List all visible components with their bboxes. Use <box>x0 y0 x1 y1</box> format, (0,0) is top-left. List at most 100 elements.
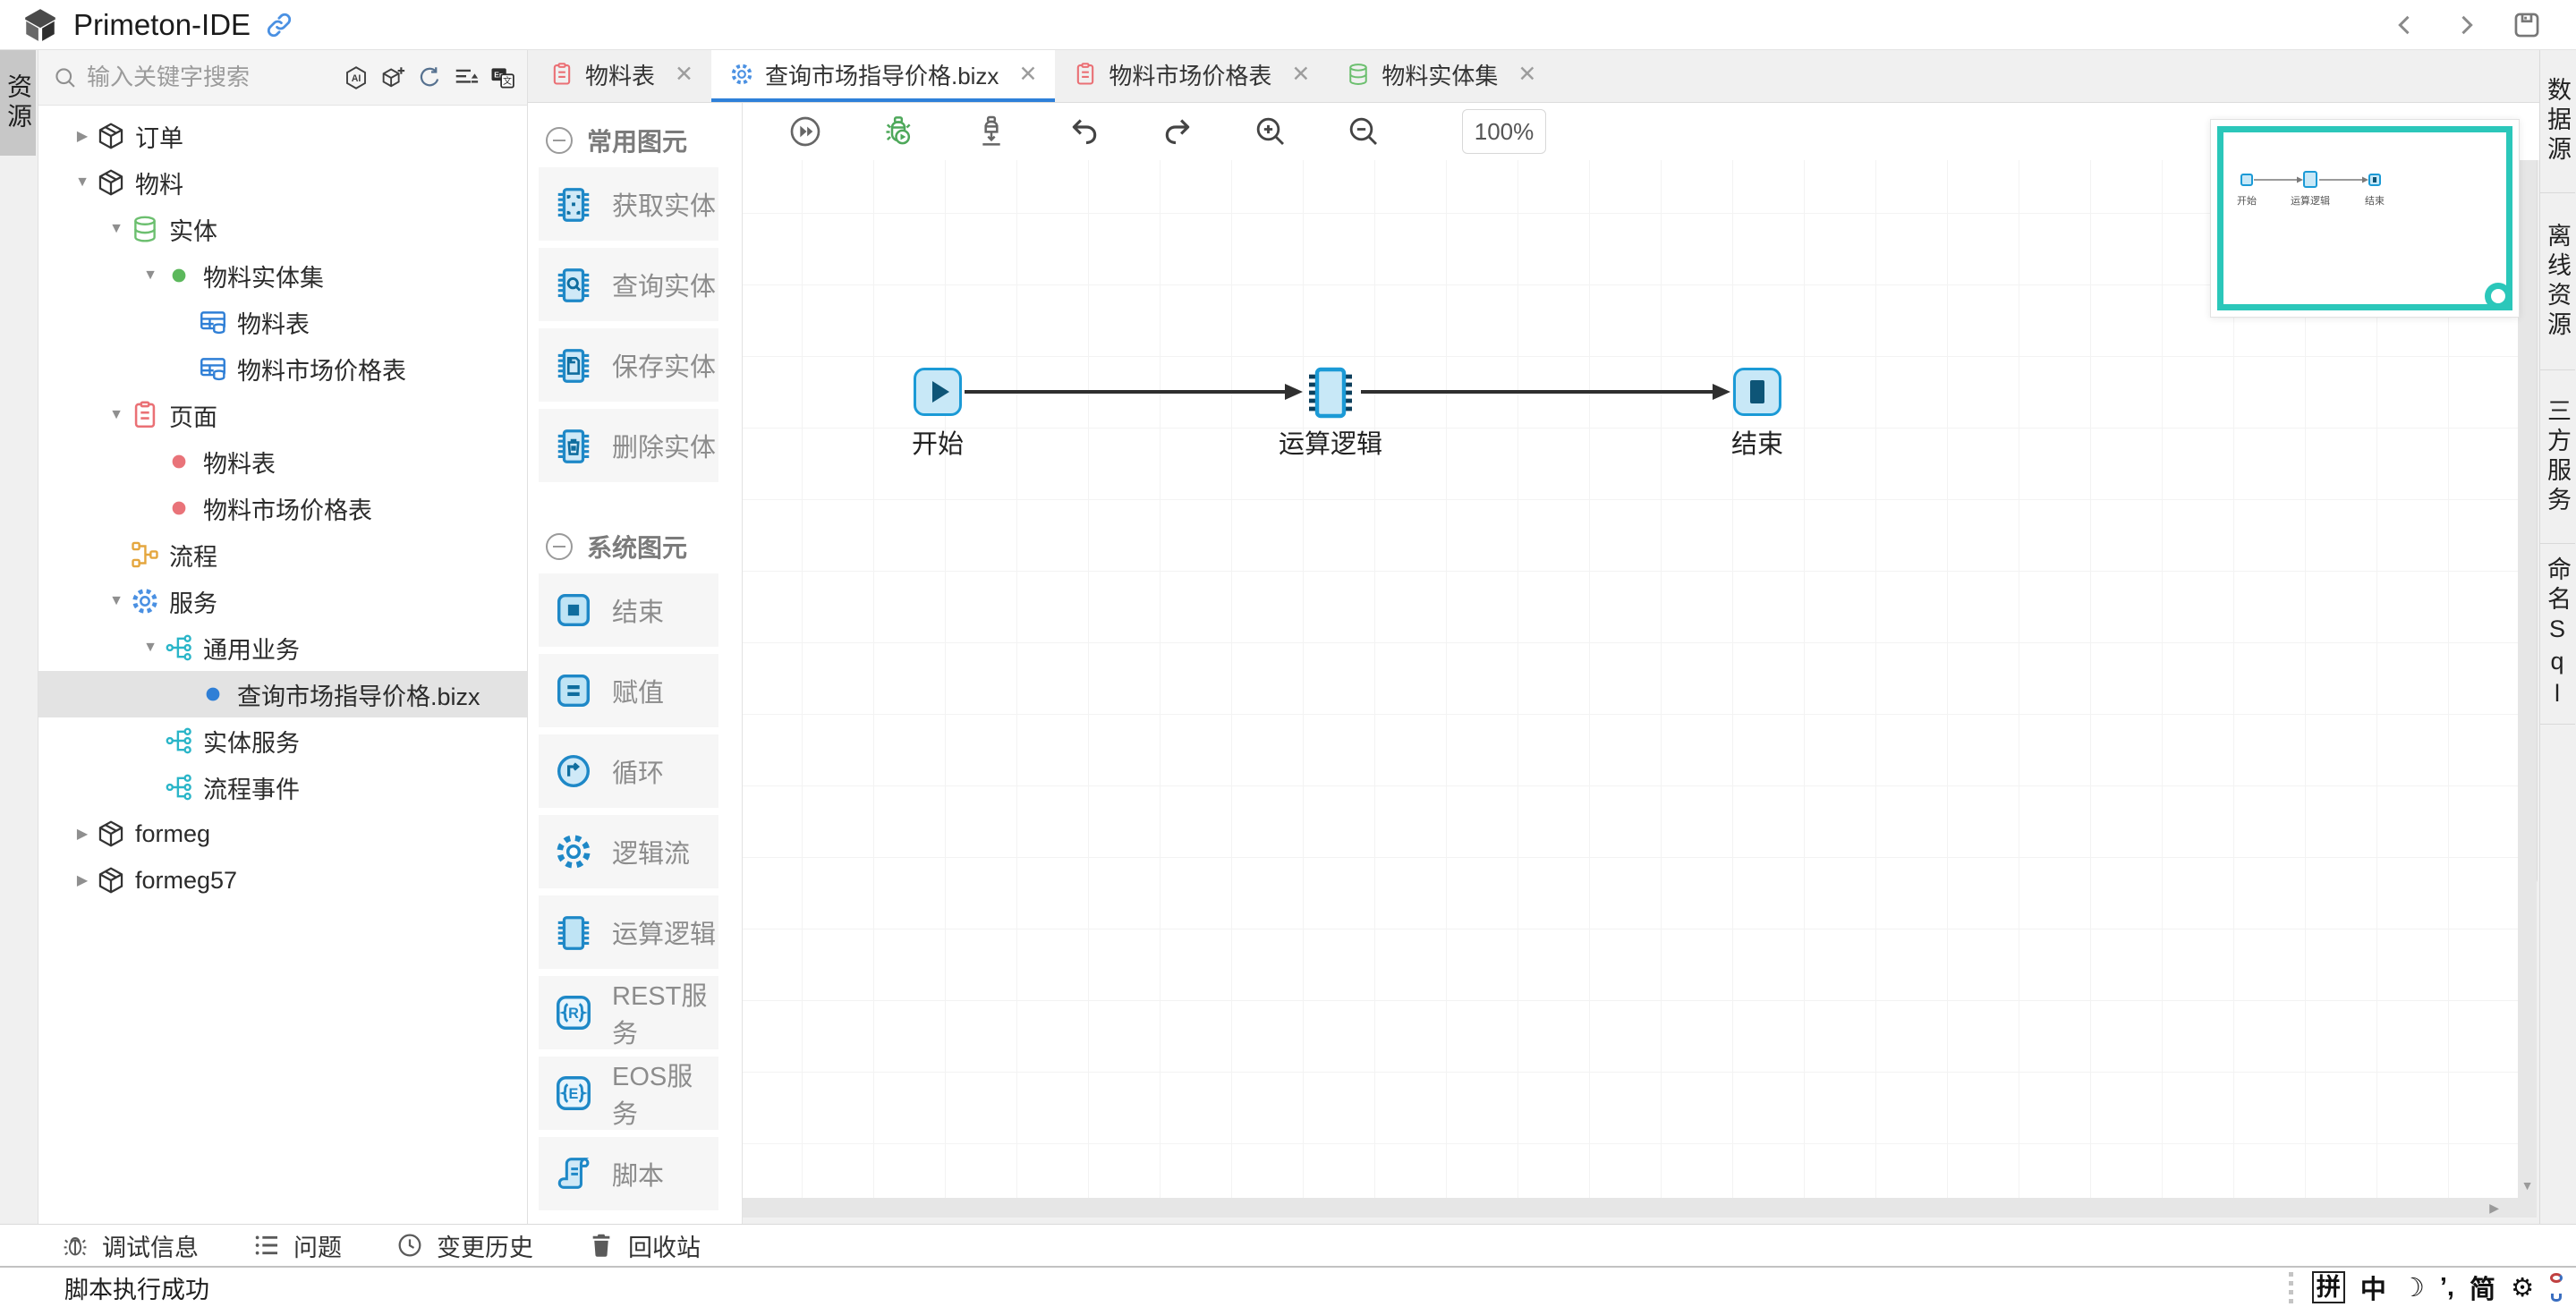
right-rail-tab[interactable]: 命名Sql <box>2540 544 2575 725</box>
right-rail-tab[interactable]: 三方服务 <box>2540 370 2575 544</box>
tree-item[interactable]: 流程 <box>38 531 527 578</box>
palette-item[interactable]: 运算逻辑 <box>539 895 718 969</box>
palette-item[interactable]: 删除实体 <box>539 409 718 482</box>
palette-item[interactable]: 查询实体 <box>539 248 718 321</box>
tree-expand-icon[interactable]: ▼ <box>109 221 123 236</box>
minimap[interactable]: 开始 运算逻辑 结束 <box>2210 119 2520 318</box>
editor-tab[interactable]: 查询市场指导价格.bizx✕ <box>710 50 1056 102</box>
editor-tab[interactable]: 物料实体集✕ <box>1328 50 1554 102</box>
minimap-viewport[interactable] <box>2217 126 2512 310</box>
redo-icon[interactable] <box>1160 114 1195 149</box>
tab-close-icon[interactable]: ✕ <box>1291 62 1311 87</box>
flow-node-start[interactable] <box>914 368 962 416</box>
ime-indicator[interactable]: ’, <box>2439 1272 2454 1302</box>
tree-expand-icon[interactable]: ▼ <box>109 593 123 608</box>
bottom-bar-item[interactable]: 调试信息 <box>61 1228 199 1263</box>
tree-item[interactable]: ▶formeg57 <box>38 857 527 904</box>
refresh-icon[interactable] <box>416 64 443 91</box>
zoom-in-icon[interactable] <box>1253 114 1288 149</box>
editor-tab[interactable]: 物料市场价格表✕ <box>1055 50 1328 102</box>
tree-item[interactable]: 物料表 <box>38 438 527 485</box>
link-icon[interactable] <box>265 11 293 39</box>
tree-item[interactable]: ▼通用业务 <box>38 624 527 671</box>
tree-expand-icon[interactable]: ▶ <box>76 827 89 842</box>
editor-tab[interactable]: 物料表✕ <box>531 50 711 102</box>
tree-item[interactable]: ▼服务 <box>38 578 527 624</box>
tree-item[interactable]: 物料市场价格表 <box>38 345 527 392</box>
canvas-horizontal-scrollbar[interactable]: ▶ <box>743 1198 2537 1218</box>
rail-tab-resources[interactable]: 资源 <box>0 50 36 156</box>
flow-node-end[interactable] <box>1733 368 1781 416</box>
ime-indicator[interactable]: 简 <box>2469 1276 2495 1304</box>
tree-expand-icon[interactable]: ▼ <box>75 174 89 190</box>
ai-hexagon-icon[interactable]: AI <box>343 64 370 91</box>
ime-indicator[interactable]: 拼 <box>2311 1271 2345 1303</box>
tree-expand-icon[interactable]: ▶ <box>76 873 89 888</box>
minimap-resize-handle[interactable] <box>2485 283 2512 310</box>
tree-item[interactable]: ▶formeg <box>38 811 527 857</box>
tree-item[interactable]: 实体服务 <box>38 717 527 764</box>
palette-item[interactable]: 循环 <box>539 734 718 808</box>
tree-item[interactable]: 物料表 <box>38 299 527 345</box>
right-rail-tab[interactable]: 离线资源 <box>2540 193 2575 370</box>
palette-item[interactable]: 保存实体 <box>539 328 718 402</box>
new-package-icon[interactable] <box>379 64 406 91</box>
tree-item[interactable]: 物料市场价格表 <box>38 485 527 531</box>
flow-canvas[interactable]: 开始 运算逻辑 结束 <box>743 160 2518 1198</box>
ime-indicator[interactable]: ⚙ <box>2511 1273 2534 1303</box>
tab-close-icon[interactable]: ✕ <box>675 62 693 87</box>
svg-text:文: 文 <box>503 75 512 87</box>
tree-expand-icon[interactable]: ▶ <box>76 129 89 144</box>
flow-edge[interactable] <box>1361 379 1736 404</box>
palette-item[interactable]: 逻辑流 <box>539 815 718 888</box>
tree-item[interactable]: ▼物料 <box>38 159 527 206</box>
undo-icon[interactable] <box>1067 114 1102 149</box>
bottom-bar-item[interactable]: 回收站 <box>587 1228 701 1263</box>
ime-logo-icon[interactable] <box>2549 1273 2563 1302</box>
grip-icon[interactable] <box>2288 1271 2293 1303</box>
tree-expand-icon[interactable]: ▼ <box>109 407 123 422</box>
palette-item[interactable]: 结束 <box>539 573 718 647</box>
palette-section-header[interactable]: 常用图元 <box>546 123 742 158</box>
debug-run-icon[interactable] <box>880 114 916 149</box>
collapse-icon[interactable] <box>546 127 573 154</box>
flow-node-logic[interactable] <box>1303 364 1358 420</box>
zoom-level[interactable]: 100% <box>1462 109 1546 154</box>
run-icon[interactable] <box>787 114 823 149</box>
right-rail-tab[interactable]: 数据源 <box>2540 50 2575 193</box>
collapse-icon[interactable] <box>546 533 573 560</box>
tree-item[interactable]: ▼页面 <box>38 392 527 438</box>
tree-item[interactable]: ▼实体 <box>38 206 527 252</box>
tab-close-icon[interactable]: ✕ <box>1018 62 1038 87</box>
palette-item[interactable]: 获取实体 <box>539 167 718 241</box>
ime-indicator[interactable]: 中 <box>2359 1276 2386 1304</box>
sort-lines-icon[interactable] <box>453 64 480 91</box>
right-rail: 数据源离线资源三方服务命名Sql <box>2539 50 2576 1224</box>
deploy-icon[interactable] <box>973 114 1009 149</box>
flow-edge[interactable] <box>965 379 1308 404</box>
tree-item[interactable]: ▼物料实体集 <box>38 252 527 299</box>
palette-item[interactable]: 赋值 <box>539 654 718 727</box>
tree-expand-icon[interactable]: ▼ <box>143 267 157 283</box>
bottom-bar-item[interactable]: 问题 <box>252 1228 342 1263</box>
forward-icon[interactable] <box>2451 10 2481 40</box>
tree-item[interactable]: ▶订单 <box>38 113 527 159</box>
canvas-vertical-scrollbar[interactable]: ▼ <box>2518 160 2537 1198</box>
zoom-out-icon[interactable] <box>1346 114 1382 149</box>
tree-expand-icon[interactable]: ▼ <box>143 640 157 655</box>
palette-item[interactable]: 脚本 <box>539 1137 718 1210</box>
tab-close-icon[interactable]: ✕ <box>1518 62 1537 87</box>
back-icon[interactable] <box>2390 10 2420 40</box>
ime-indicator[interactable]: ☽ <box>2401 1273 2425 1303</box>
save-icon[interactable] <box>2512 10 2542 40</box>
tree-item[interactable]: 查询市场指导价格.bizx <box>38 671 527 717</box>
tree-item[interactable]: 流程事件 <box>38 764 527 811</box>
search-input[interactable] <box>85 63 336 92</box>
palette-section-header[interactable]: 系统图元 <box>546 529 742 564</box>
bottom-bar-item[interactable]: 变更历史 <box>395 1228 533 1263</box>
editor-tabs: 物料表✕查询市场指导价格.bizx✕物料市场价格表✕物料实体集✕ <box>528 50 2539 103</box>
tree-item-label: 物料市场价格表 <box>203 496 372 524</box>
